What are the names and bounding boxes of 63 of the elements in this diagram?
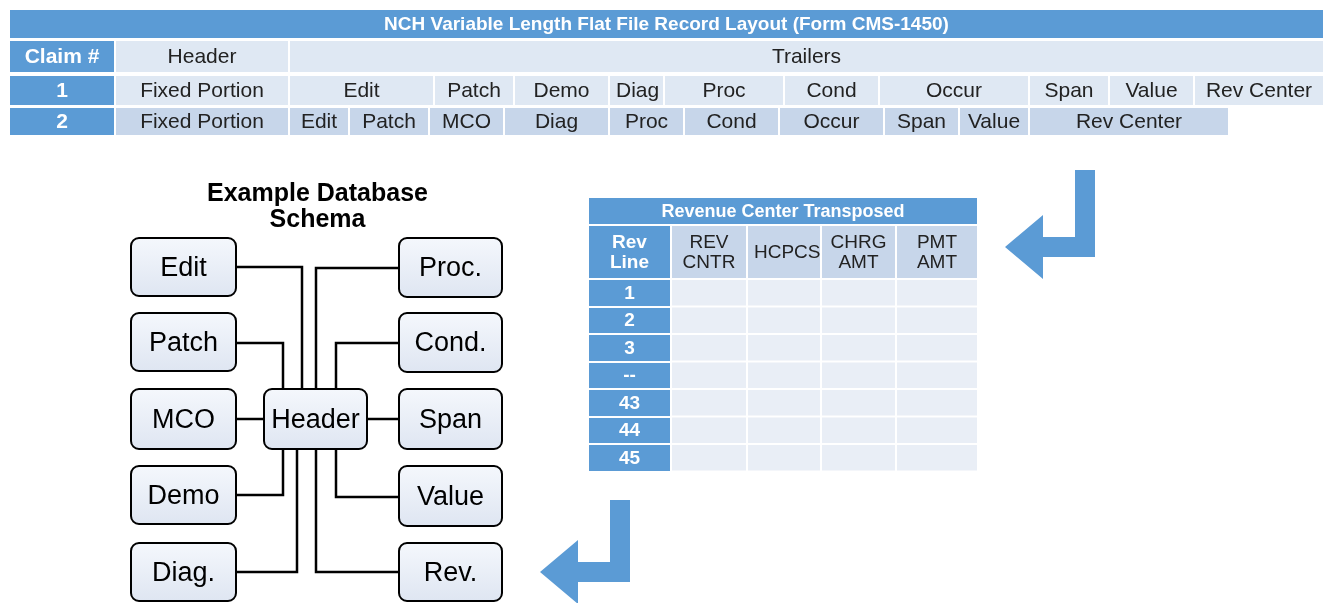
connector-line (237, 341, 285, 388)
connector-line (237, 450, 285, 497)
table-cell: Span (885, 108, 958, 135)
connector-line (368, 417, 398, 421)
table-cell: 2 (10, 108, 114, 135)
connector-line (314, 450, 398, 574)
table-title: Revenue Center Transposed (589, 198, 977, 224)
table-cell: MCO (430, 108, 503, 135)
row-number-cell: 45 (589, 445, 670, 471)
table-cell: Rev Center (1030, 108, 1228, 135)
table-header-cell: HCPCS (748, 226, 820, 278)
table-header-cell: Claim # (10, 41, 114, 72)
table-cell: Patch (435, 76, 513, 105)
table-cell: Cond (785, 76, 878, 105)
row-number-cell: 44 (589, 417, 670, 443)
table-box: Span (398, 388, 503, 450)
table-cell: Occur (880, 76, 1028, 105)
connector-line (314, 266, 398, 388)
table-cell: Diag (610, 76, 663, 105)
table-header-cell: Header (116, 41, 288, 72)
table-box: Proc. (398, 237, 503, 298)
table-cell: Value (1110, 76, 1193, 105)
table-cell: Cond (685, 108, 778, 135)
connector-line (237, 417, 263, 421)
row-number-cell: 43 (589, 390, 670, 416)
connector-line (237, 265, 304, 388)
schema-title: Example Database Schema (206, 176, 429, 234)
table-box: MCO (130, 388, 237, 450)
table-cell: 1 (10, 76, 114, 105)
row-number-cell: -- (589, 362, 670, 388)
table-title: NCH Variable Length Flat File Record Layout (Form CMS-1450) (10, 10, 1323, 38)
table-header-cell: REV CNTR (672, 226, 746, 278)
table-cell: Occur (780, 108, 883, 135)
row-number-cell: 2 (589, 307, 670, 333)
table-cell: Value (960, 108, 1028, 135)
table-header-cell: Trailers (290, 41, 1323, 72)
table-box: Value (398, 465, 503, 527)
table-box: Demo (130, 465, 237, 525)
table-cell: Edit (290, 76, 433, 105)
table-cell: Edit (290, 108, 348, 135)
table-cell: Fixed Portion (116, 108, 288, 135)
table-box: Edit (130, 237, 237, 297)
table-cell: Proc (665, 76, 783, 105)
table-cell: Patch (350, 108, 428, 135)
table-box: Patch (130, 312, 237, 372)
table-box: Rev. (398, 542, 503, 602)
table-box: Cond. (398, 312, 503, 373)
table-cell: Diag (505, 108, 608, 135)
connector-line (334, 341, 398, 388)
connector-line (237, 450, 299, 574)
row-number-cell: 1 (589, 280, 670, 306)
connector-line (334, 450, 398, 499)
table-cell: Proc (610, 108, 683, 135)
table-cell: Span (1030, 76, 1108, 105)
table-header-cell: CHRG AMT (822, 226, 895, 278)
table-box: Header (263, 388, 368, 450)
table-cell: Fixed Portion (116, 76, 288, 105)
table-header-cell: Rev Line (589, 226, 670, 278)
table-cell: Rev Center (1195, 76, 1323, 105)
table-cell: Demo (515, 76, 608, 105)
table-box: Diag. (130, 542, 237, 602)
row-number-cell: 3 (589, 335, 670, 361)
table-header-cell: PMT AMT (897, 226, 977, 278)
